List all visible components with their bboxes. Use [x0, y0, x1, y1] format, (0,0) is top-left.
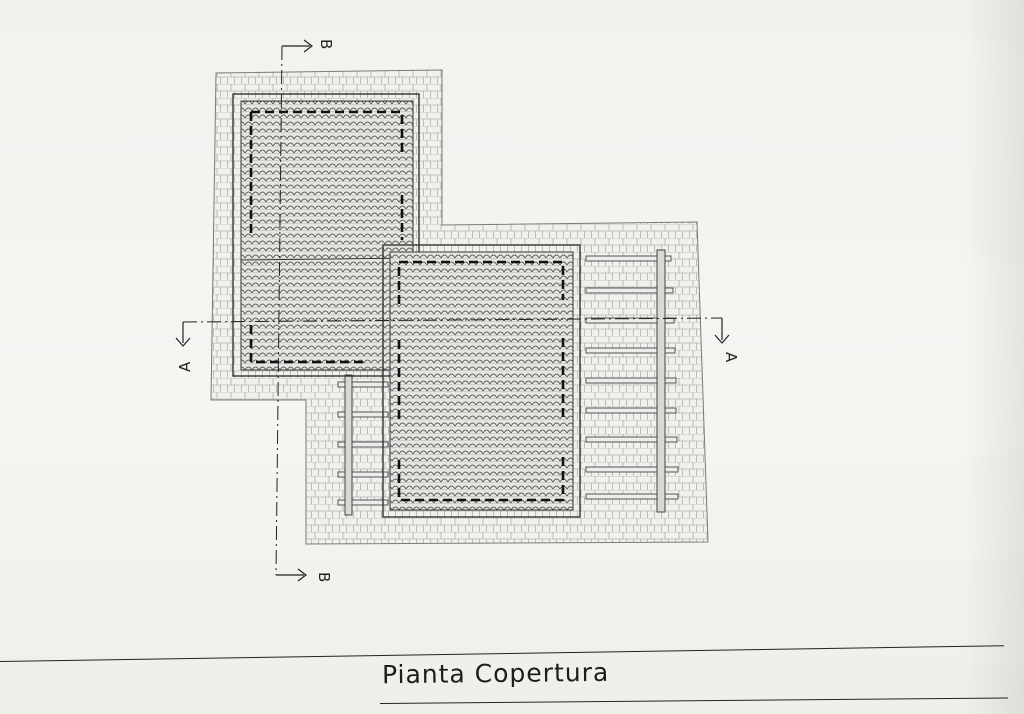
section-a-label-right: A: [722, 352, 740, 363]
section-line-a: A A: [175, 317, 740, 372]
paper-edge-shadow: [964, 0, 1024, 714]
section-b-label-bottom: B: [315, 572, 333, 582]
section-a-label-left: A: [176, 361, 194, 372]
section-b-label-top: B: [317, 39, 335, 49]
drawing-title: Pianta Copertura: [381, 657, 610, 690]
pergola-beams: [337, 255, 679, 506]
section-line-b: B B: [275, 39, 335, 582]
roof-lower-right: [382, 244, 581, 518]
roof-upper-left: [232, 93, 420, 377]
pergola-posts: [344, 249, 666, 516]
